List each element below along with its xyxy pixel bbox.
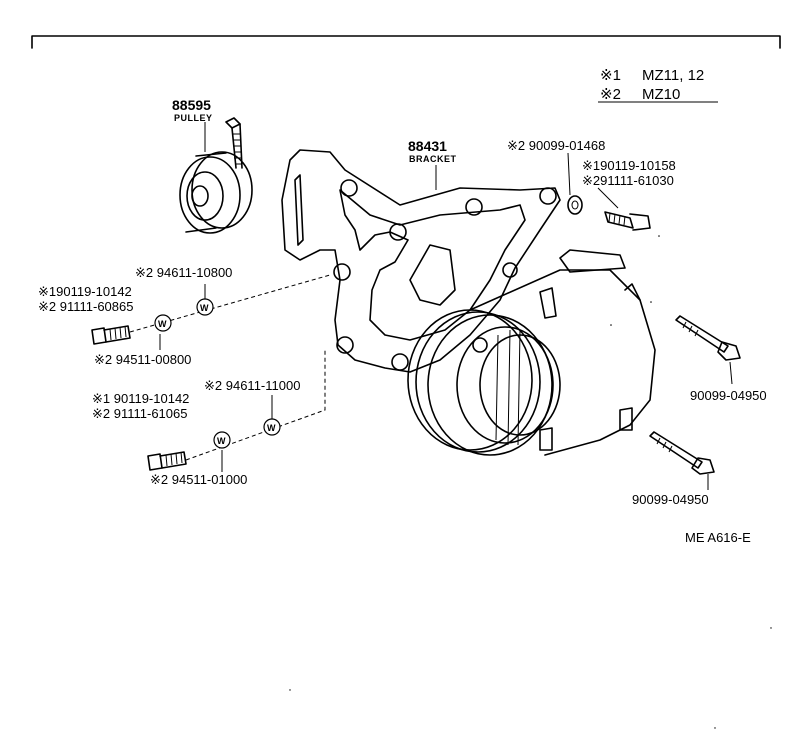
left-bolt-upper <box>91 325 131 345</box>
pulley-drawing <box>179 117 253 234</box>
part-label-190119-10158: ※190119-10158 <box>582 158 676 173</box>
legend: ※1 MZ11, 12 ※2 MZ10 <box>598 67 718 103</box>
pulley-name: PULLEY <box>174 113 213 123</box>
part-label-90099-01468: ※2 90099-01468 <box>507 138 605 153</box>
part-label-291111-61030: ※291111-61030 <box>582 173 674 188</box>
washer-2-mark: W <box>158 319 167 329</box>
small-bolt-right <box>567 195 651 231</box>
long-bolt-lower <box>649 431 715 475</box>
leader-lines <box>159 122 733 490</box>
part-label-bolt-upper: 90099-04950 <box>690 388 767 403</box>
washer-4: W <box>213 431 231 449</box>
dashed-leaders <box>129 274 331 461</box>
legend-text-1: MZ11, 12 <box>642 67 704 84</box>
bracket-name: BRACKET <box>409 154 457 164</box>
left-bolt-lower <box>147 451 187 471</box>
part-label-94611-10800: ※2 94611-10800 <box>135 265 232 280</box>
scan-specks <box>289 235 772 729</box>
washer-3-mark: W <box>267 423 276 433</box>
part-label-291111-61065: ※2 91111-61065 <box>92 406 187 421</box>
part-label-94511-01000: ※2 94511-01000 <box>150 472 247 487</box>
part-label-291111-60865: ※2 91111-60865 <box>38 299 133 314</box>
pulley-label: 88595 PULLEY <box>172 97 213 123</box>
washer-1: W <box>196 298 214 316</box>
washer-1-mark: W <box>200 303 209 313</box>
pulley-number: 88595 <box>172 97 211 113</box>
legend-mark-2: ※2 <box>600 86 621 103</box>
part-label-94611-11000: ※2 94611-11000 <box>204 378 300 393</box>
frame-top <box>31 35 781 49</box>
washer-2: W <box>154 314 172 332</box>
part-label-94511-00800: ※2 94511-00800 <box>94 352 191 367</box>
long-bolt-upper <box>675 315 741 361</box>
bracket-number: 88431 <box>408 138 447 154</box>
part-label-190119-10142-b: ※1 90119-10142 <box>92 391 189 406</box>
bracket-drawing <box>281 149 561 373</box>
bracket-label: 88431 BRACKET <box>408 138 457 164</box>
compressor-drawing <box>407 249 656 456</box>
part-label-bolt-lower: 90099-04950 <box>632 492 709 507</box>
part-label-190119-10142-a: ※190119-10142 <box>38 284 132 299</box>
legend-text-2: MZ10 <box>642 86 680 103</box>
legend-mark-1: ※1 <box>600 67 621 84</box>
footer-code: ME A616-E <box>685 530 751 545</box>
washer-3: W <box>263 418 281 436</box>
washer-4-mark: W <box>217 436 226 446</box>
